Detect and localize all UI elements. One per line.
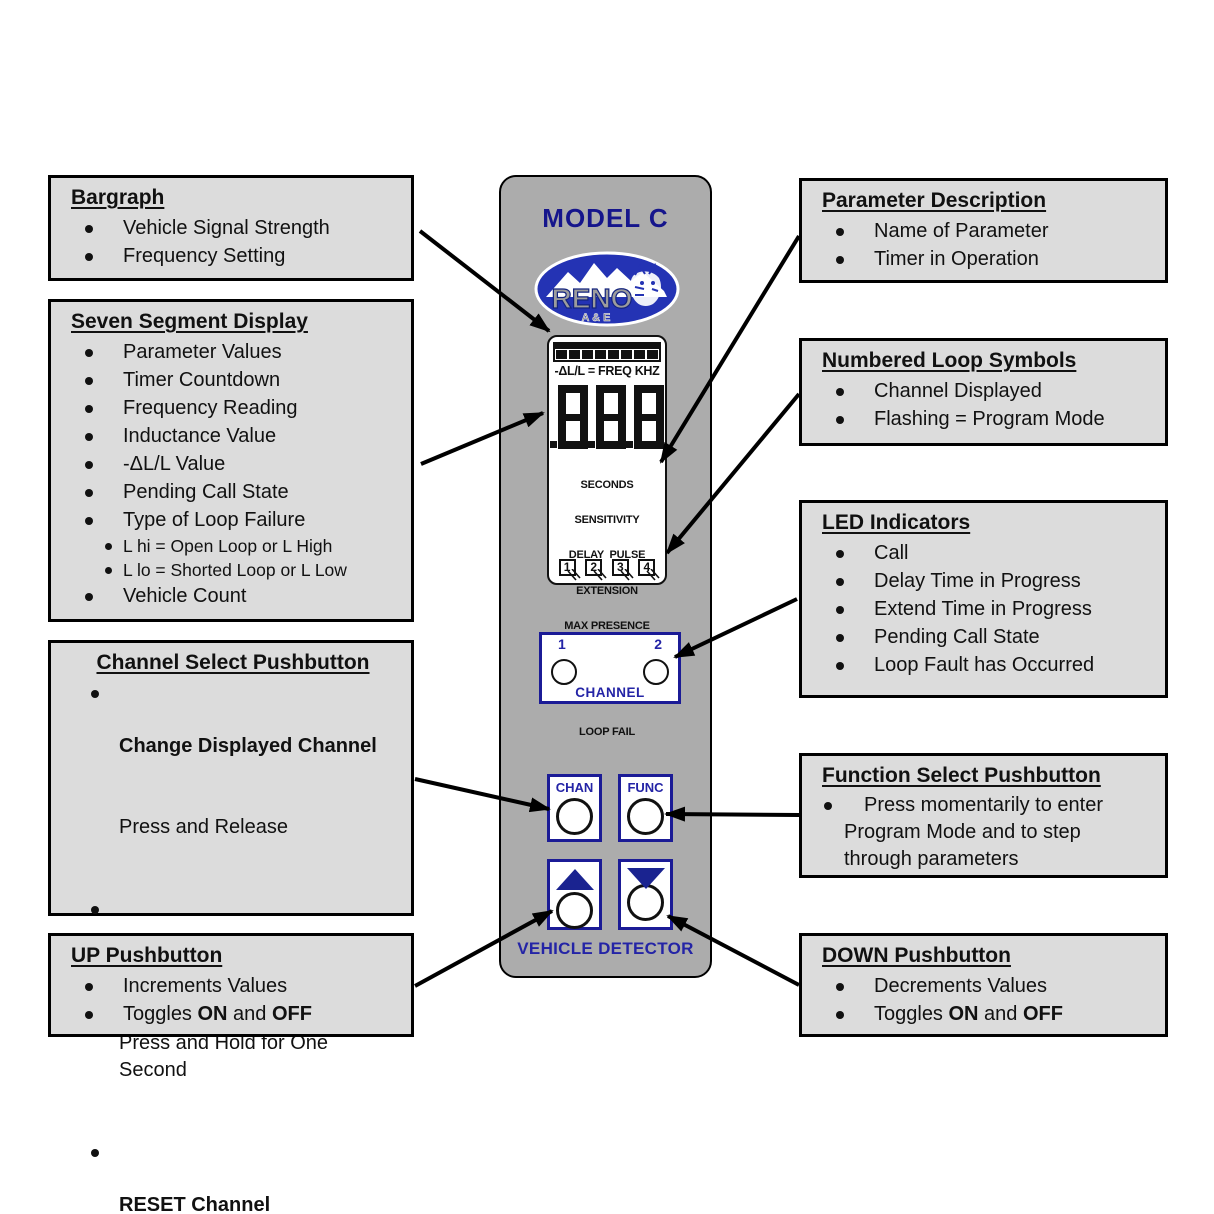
parameter-words: SECONDS SENSITIVITY DELAY PULSE EXTENSIO… [564, 478, 651, 739]
bullet-item: Press momentarily to enter Program Mode … [818, 792, 1144, 873]
bullet-item: Pending Call State [67, 478, 399, 506]
parameter-description-callout: Parameter Description Name of Parameter … [799, 178, 1168, 283]
bullet-item: Timer Countdown [67, 366, 399, 394]
bullet-item: Toggles ON and OFF [818, 1000, 1153, 1028]
vehicle-detector-label: VEHICLE DETECTOR [517, 939, 694, 958]
numbered-loop-symbols: 1 2 3 4 [549, 559, 665, 581]
bullet-item: Inductance Value [67, 422, 399, 450]
bullet-item: Toggles ON and OFF [67, 1000, 399, 1028]
callout-title: DOWN Pushbutton [822, 944, 1011, 967]
bullet-item: Pending Call State [818, 623, 1153, 651]
bullet-item: Call [818, 539, 1153, 567]
bargraph-callout: Bargraph Vehicle Signal Strength Frequen… [48, 175, 414, 281]
freq-label: -ΔL/L = FREQ KHZ [554, 364, 660, 378]
up-button-circle[interactable] [556, 892, 593, 929]
bullet-item: Frequency Setting [67, 242, 399, 270]
callout-title: Numbered Loop Symbols [822, 349, 1077, 372]
bullet-item: Vehicle Signal Strength [67, 214, 399, 242]
wolf-eye [651, 281, 655, 285]
loop-symbol-2: 2 [585, 559, 607, 581]
function-select-callout: Function Select Pushbutton Press momenta… [799, 753, 1168, 878]
bullet-item: Vehicle Count [67, 582, 399, 610]
channel-select-callout: Channel Select Pushbutton Change Display… [48, 640, 414, 1214]
bullet-item: Delay Time in Progress [818, 567, 1153, 595]
func-button[interactable]: FUNC [618, 774, 673, 842]
bullet-item: Type of Loop Failure [67, 506, 399, 534]
bullet-item: Flashing = Program Mode [818, 405, 1153, 433]
callout-title: Channel Select Pushbutton [96, 651, 370, 674]
callout-title: Bargraph [71, 186, 165, 209]
down-pushbutton-callout: DOWN Pushbutton Decrements Values Toggle… [799, 933, 1168, 1037]
bargraph-display [553, 342, 661, 362]
loop-symbol-1: 1 [558, 559, 581, 581]
logo-sub-text: A & E [582, 312, 611, 324]
reno-ae-logo: RENO A & E [534, 251, 680, 327]
channel-2-led [643, 659, 669, 685]
channel-1-led [551, 659, 577, 685]
up-arrow-icon [555, 869, 594, 890]
callout-title: Function Select Pushbutton [822, 764, 1101, 787]
callout-title: Parameter Description [822, 189, 1047, 212]
sub-bullet-item: L hi = Open Loop or L High [67, 534, 399, 558]
lcd-display: -ΔL/L = FREQ KHZ SECONDS SENSITIVITY DEL… [547, 335, 667, 738]
up-pushbutton-callout: UP Pushbutton Increments Values Toggles … [48, 933, 414, 1037]
wolf-art [630, 271, 661, 307]
bullet-item: Change Displayed Channel Press and Relea… [67, 679, 399, 895]
callout-title: Seven Segment Display [71, 310, 308, 333]
loop-symbol-3: 3 [611, 559, 634, 581]
channel-label: CHANNEL [575, 685, 645, 700]
up-button[interactable] [547, 859, 602, 930]
bullet-item: RESET Channel Press and Hold for Three S… [67, 1138, 399, 1214]
bullet-item: Parameter Values [67, 338, 399, 366]
numbered-loop-callout: Numbered Loop Symbols Channel Displayed … [799, 338, 1168, 446]
channel-1-label: 1 [558, 636, 566, 652]
bullet-item: Name of Parameter [818, 217, 1153, 245]
logo-brand-text: RENO [552, 283, 633, 314]
sub-bullet-item: L lo = Shorted Loop or L Low [67, 558, 399, 582]
bullet-item: Channel Displayed [818, 377, 1153, 405]
model-title: MODEL C [542, 203, 669, 233]
chan-button[interactable]: CHAN [547, 774, 602, 842]
wolf-eye [640, 281, 644, 285]
seven-segment-callout: Seven Segment Display Parameter Values T… [48, 299, 414, 622]
chan-button-circle[interactable] [556, 798, 593, 835]
callout-title: LED Indicators [822, 511, 971, 534]
down-button[interactable] [618, 859, 673, 930]
bullet-item: -ΔL/L Value [67, 450, 399, 478]
loop-symbol-4: 4 [638, 559, 660, 581]
bullet-item: Timer in Operation [818, 245, 1153, 273]
wolf-lines [634, 262, 660, 296]
led-indicators-callout: LED Indicators Call Delay Time in Progre… [799, 500, 1168, 698]
down-button-circle[interactable] [627, 884, 664, 921]
bullet-item: Decrements Values [818, 972, 1153, 1000]
bullet-item: Loop Fault has Occurred [818, 651, 1153, 679]
detector-front-panel: MODEL C RENO A & E -ΔL/L = FREQ KHZ [499, 175, 712, 978]
callout-title: UP Pushbutton [71, 944, 223, 967]
down-arrow-icon [626, 868, 665, 889]
bullet-item: Increments Values [67, 972, 399, 1000]
channel-2-label: 2 [654, 636, 662, 652]
channel-led-box: 1 2 CHANNEL [539, 632, 681, 704]
seven-segment-digits [549, 383, 665, 449]
bullet-item: Frequency Reading [67, 394, 399, 422]
func-button-circle[interactable] [627, 798, 664, 835]
bullet-item: Extend Time in Progress [818, 595, 1153, 623]
